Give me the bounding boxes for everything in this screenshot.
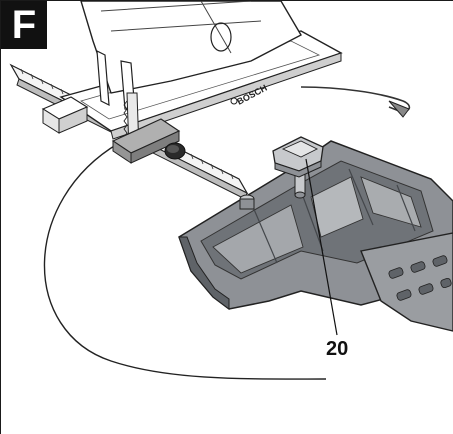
circle-path-arc (43, 142, 327, 380)
power-cable (300, 86, 411, 113)
ruler-end-stop (41, 96, 89, 134)
figure-label: F (1, 1, 47, 49)
callout-number: 20 (326, 338, 349, 360)
callout-leader-line (305, 158, 338, 336)
jigsaw-body (80, 1, 302, 112)
ruler-clamp (111, 118, 186, 164)
center-pin-knob (272, 136, 324, 199)
